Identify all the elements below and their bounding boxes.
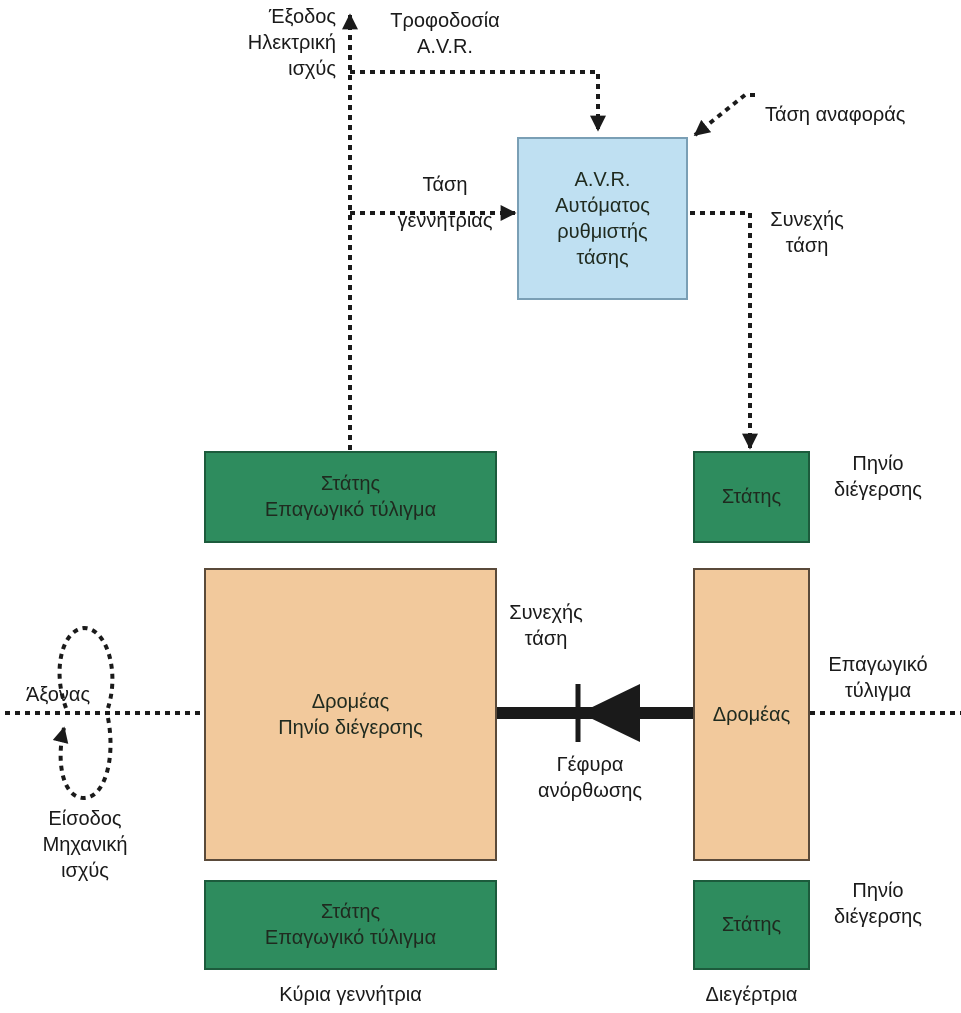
dc-voltage-rotor-label-1: Συνεχής xyxy=(509,602,583,624)
exciter-caption: Διεγέρτρια xyxy=(670,982,833,1008)
avr-line-1: A.V.R. xyxy=(574,168,631,191)
shaft-text: Άξονας xyxy=(26,684,91,706)
rectifier-label-1: Γέφυρα xyxy=(556,754,624,776)
main-stator-bottom-line-1: Στάτης xyxy=(320,901,381,923)
output-power-label-3: ισχύς xyxy=(288,58,336,80)
avr-box: A.V.R. Αυτόματος ρυθμιστής τάσης xyxy=(517,137,688,300)
reference-voltage-label: Τάση αναφοράς xyxy=(765,102,905,128)
main-rotor-line-1: Δρομέας xyxy=(311,690,390,713)
mechanical-input-label-3: ισχύς xyxy=(61,860,109,882)
main-stator-bottom-box: Στάτης Επαγωγικό τύλιγμα xyxy=(204,880,497,970)
avr-line-3: ρυθμιστής xyxy=(557,220,648,243)
mechanical-input-label-2: Μηχανική xyxy=(42,834,128,856)
exciter-field-bottom-label-2: διέγερσης xyxy=(834,906,922,928)
exciter-field-top-label: Πηνίο διέγερσης xyxy=(808,451,948,503)
rotation-arc-lower xyxy=(52,717,113,801)
generator-voltage-label-1: Τάση xyxy=(422,174,468,196)
dc-voltage-avr-label-2: τάση xyxy=(785,235,829,257)
exciter-field-bottom-label: Πηνίο διέγερσης xyxy=(808,878,948,930)
avr-supply-label: Τροφοδοσία A.V.R. xyxy=(370,8,520,60)
rotation-arc-upper xyxy=(57,625,115,709)
exciter-field-bottom-label-1: Πηνίο xyxy=(852,880,904,902)
exciter-stator-bottom-line-1: Στάτης xyxy=(721,914,782,936)
main-stator-top-line-1: Στάτης xyxy=(320,473,381,495)
exciter-field-top-label-2: διέγερσης xyxy=(834,479,922,501)
avr-supply-label-2: A.V.R. xyxy=(417,36,473,58)
avr-supply-label-1: Τροφοδοσία xyxy=(390,10,500,32)
output-power-label-2: Ηλεκτρική xyxy=(247,32,336,54)
main-stator-top-box: Στάτης Επαγωγικό τύλιγμα xyxy=(204,451,497,543)
output-power-label: Έξοδος Ηλεκτρική ισχύς xyxy=(200,4,336,82)
dc-voltage-rotor-label: Συνεχής τάση xyxy=(496,600,596,652)
reference-voltage-text: Τάση αναφοράς xyxy=(765,104,906,126)
exciter-winding-label-1: Επαγωγικό xyxy=(828,654,928,676)
main-stator-bottom-line-2: Επαγωγικό τύλιγμα xyxy=(264,927,437,949)
avr-supply-line xyxy=(350,70,606,132)
avr-line-2: Αυτόματος xyxy=(555,194,650,217)
rectifier-label: Γέφυρα ανόρθωσης xyxy=(525,752,655,804)
exciter-field-top-label-1: Πηνίο xyxy=(852,453,904,475)
reference-voltage-line xyxy=(693,93,755,137)
exciter-winding-label-2: τύλιγμα xyxy=(844,680,912,702)
exciter-winding-label: Επαγωγικό τύλιγμα xyxy=(808,652,948,704)
generator-voltage-label-2: γεννήτριας xyxy=(397,210,493,232)
main-generator-caption-text: Κύρια γεννήτρια xyxy=(279,984,422,1006)
rectifier-diode-icon xyxy=(580,684,640,742)
mechanical-input-label-1: Είσοδος xyxy=(48,808,122,830)
main-generator-caption: Κύρια γεννήτρια xyxy=(204,982,497,1008)
main-stator-top-line-2: Επαγωγικό τύλιγμα xyxy=(264,499,437,521)
mechanical-input-label: Είσοδος Μηχανική ισχύς xyxy=(10,806,160,884)
main-rotor-line-2: Πηνίο διέγερσης xyxy=(278,716,423,739)
exciter-stator-bottom-box: Στάτης xyxy=(693,880,810,970)
dc-voltage-avr-label-1: Συνεχής xyxy=(770,209,844,231)
exciter-rotor-box: Δρομέας xyxy=(693,568,810,861)
generator-voltage-label: Τάση γεννήτριας xyxy=(370,172,520,234)
exciter-stator-top-line-1: Στάτης xyxy=(721,486,782,508)
shaft-label: Άξονας xyxy=(26,682,90,708)
output-power-label-1: Έξοδος xyxy=(268,6,336,28)
dc-voltage-rotor-label-2: τάση xyxy=(524,628,568,650)
dc-voltage-avr-label: Συνεχής τάση xyxy=(752,207,862,259)
dc-output-line xyxy=(690,211,758,450)
exciter-caption-text: Διεγέρτρια xyxy=(705,984,798,1006)
rectifier-label-2: ανόρθωσης xyxy=(538,780,642,802)
main-rotor-box: Δρομέας Πηνίο διέγερσης xyxy=(204,568,497,861)
avr-line-4: τάσης xyxy=(576,246,629,269)
exciter-rotor-line-1: Δρομέας xyxy=(712,703,791,726)
exciter-stator-top-box: Στάτης xyxy=(693,451,810,543)
